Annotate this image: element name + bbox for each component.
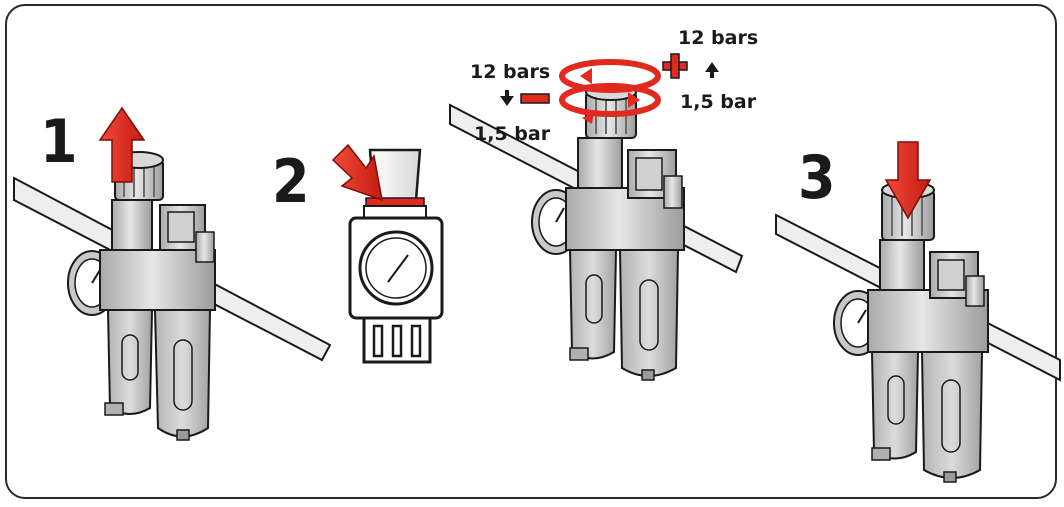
gauge-dial-icon [358, 230, 434, 306]
increase-plus-icon [662, 53, 688, 79]
decrease-minus-icon [520, 93, 550, 104]
step-number-3: 3 [798, 143, 836, 213]
min-pressure-label-right: 1,5 bar [680, 91, 757, 113]
arrow-down-icon [500, 90, 514, 106]
max-pressure-label-right: 12 bars [678, 27, 758, 49]
regulator-cap-icon [363, 148, 427, 219]
step-number-1: 1 [40, 107, 78, 177]
panel-step-2 [331, 143, 444, 364]
pull-up-arrow-icon [98, 106, 146, 183]
panel-step-3 [775, 141, 1061, 483]
rotate-knob-arrows-icon [559, 59, 661, 124]
step-number-2: 2 [272, 147, 310, 217]
panel-adjust [449, 53, 744, 381]
min-pressure-label-left: 1,5 bar [474, 123, 551, 145]
push-down-arrow-icon [884, 141, 932, 220]
panel-step-1 [13, 106, 332, 441]
arrow-up-icon [705, 62, 719, 78]
max-pressure-label-left: 12 bars [470, 61, 550, 83]
press-arrow-icon [331, 143, 383, 202]
